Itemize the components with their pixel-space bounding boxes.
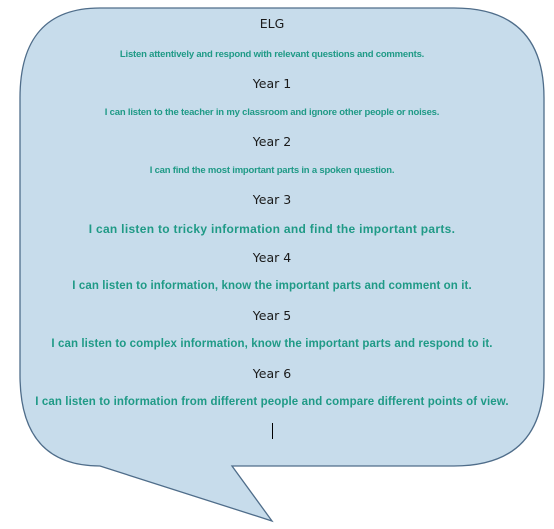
speech-bubble-content: ELG Listen attentively and respond with … bbox=[20, 0, 524, 529]
year-3-heading: Year 3 bbox=[252, 192, 292, 207]
year-2-statement: I can find the most important parts in a… bbox=[149, 165, 395, 176]
speech-bubble-shape bbox=[19, 7, 545, 523]
year-4-statement: I can listen to information, know the im… bbox=[72, 280, 472, 292]
year-1-statement: I can listen to the teacher in my classr… bbox=[104, 107, 440, 118]
year-6-statement: I can listen to information from differe… bbox=[35, 396, 509, 408]
year-5-heading: Year 5 bbox=[252, 308, 292, 323]
year-6-heading: Year 6 bbox=[252, 366, 292, 381]
year-5-statement: I can listen to complex information, kno… bbox=[51, 338, 493, 350]
year-3-statement: I can listen to tricky information and f… bbox=[88, 222, 456, 236]
elg-heading: ELG bbox=[259, 16, 285, 31]
year-4-heading: Year 4 bbox=[252, 250, 292, 265]
year-1-heading: Year 1 bbox=[252, 76, 292, 91]
text-cursor bbox=[272, 423, 273, 439]
elg-statement: Listen attentively and respond with rele… bbox=[119, 49, 425, 60]
year-2-heading: Year 2 bbox=[252, 134, 292, 149]
